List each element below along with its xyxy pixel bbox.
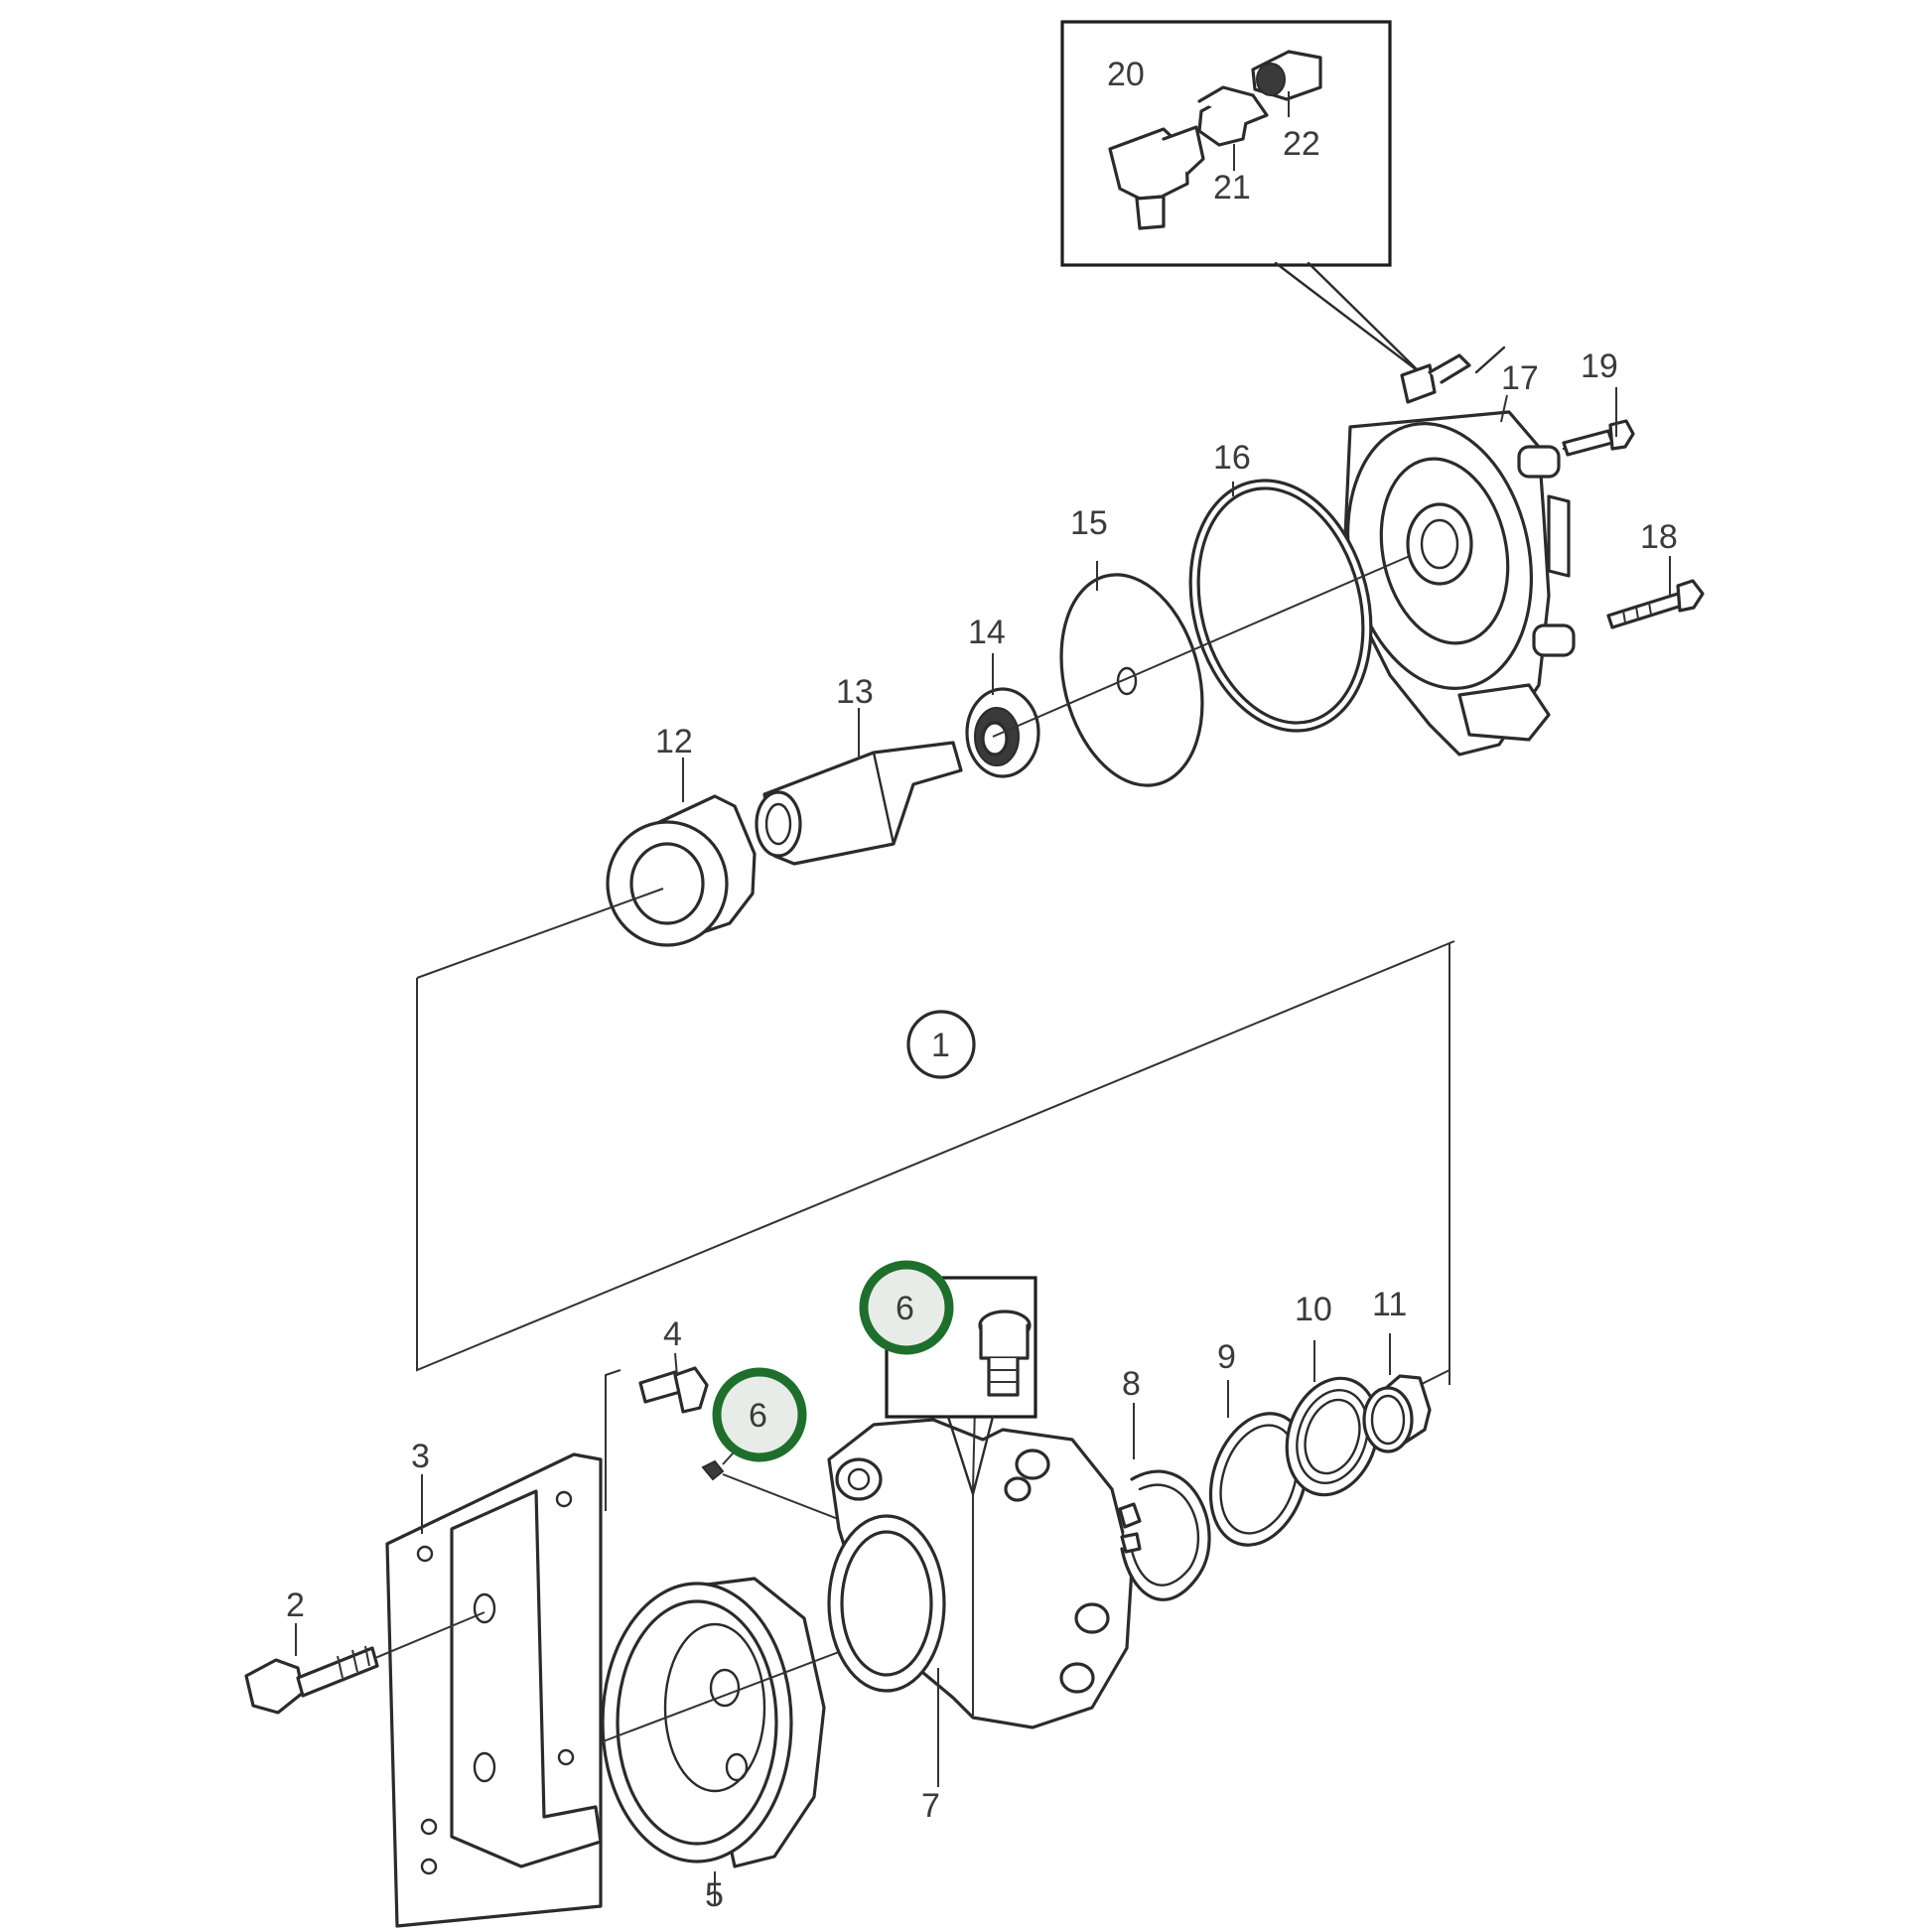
- fitting-detail-inset: 20 21 22: [1060, 20, 1422, 374]
- callout-20: 20: [1107, 56, 1145, 93]
- bolt-part-4: [638, 1366, 709, 1414]
- callout-22: 22: [1283, 125, 1320, 163]
- callout-9: 9: [1217, 1338, 1236, 1376]
- highlighted-callout-6-detail: 6: [859, 1260, 954, 1355]
- union-nut-part-21: [1197, 85, 1269, 171]
- assembly-group-frame: 1: [416, 940, 1455, 1391]
- highlighted-callout-6-plug: 6: [712, 1367, 807, 1462]
- mounting-bracket-part-3: [385, 1369, 621, 1928]
- callout-labels: 17 19 18 16 15 14 13 12 3 2 4 5 7 8 9 10…: [286, 347, 1678, 1914]
- highlight-ring-6-plug: [712, 1367, 807, 1462]
- bearing-part-12: [606, 794, 757, 947]
- callout-5: 5: [705, 1876, 724, 1914]
- callout-11: 11: [1372, 1286, 1407, 1323]
- elbow-fitting-part-20: [1108, 125, 1205, 230]
- callout-1: 1: [931, 1027, 950, 1064]
- callout-10: 10: [1295, 1291, 1332, 1328]
- plug-detail-part-6: [978, 1310, 1032, 1397]
- impeller-part-15: [1059, 573, 1204, 787]
- callout-16: 16: [1213, 439, 1251, 477]
- callout-21: 21: [1213, 169, 1251, 207]
- bolt-part-2: [244, 1611, 485, 1715]
- bushing-part-11: [1362, 1374, 1432, 1453]
- callout-2: 2: [286, 1587, 305, 1624]
- bolt-part-18: [1606, 579, 1705, 629]
- callout-6-detail: 6: [896, 1290, 914, 1327]
- o-ring-part-16: [1188, 479, 1373, 733]
- callout-17: 17: [1501, 359, 1539, 397]
- pump-cover-part-17: [1343, 345, 1576, 757]
- bolt-part-19: [1562, 419, 1635, 457]
- callout-19: 19: [1581, 347, 1618, 385]
- pulley-part-5: [600, 1577, 1034, 1868]
- callout-14: 14: [968, 614, 1006, 651]
- leader-lines: [295, 387, 1671, 1906]
- adapter-part-22: [1251, 50, 1322, 117]
- seal-ring-part-9: [1208, 1412, 1310, 1547]
- callout-12: 12: [655, 723, 693, 760]
- assembly-axis-lines: [416, 555, 1411, 979]
- callout-3: 3: [411, 1438, 430, 1475]
- callout-6-plug: 6: [749, 1397, 767, 1435]
- callout-18: 18: [1640, 518, 1678, 556]
- callout-8: 8: [1122, 1365, 1141, 1403]
- highlight-ring-6-detail: [859, 1260, 954, 1355]
- shaft-part-13: [755, 741, 963, 866]
- seal-part-10: [1285, 1376, 1380, 1497]
- callout-7: 7: [921, 1787, 940, 1825]
- snap-ring-part-8: [1118, 1469, 1211, 1601]
- callout-4: 4: [663, 1315, 682, 1353]
- callout-15: 15: [1070, 504, 1108, 542]
- callout-13: 13: [836, 673, 874, 711]
- pump-housing-part-7: [827, 1403, 1134, 1787]
